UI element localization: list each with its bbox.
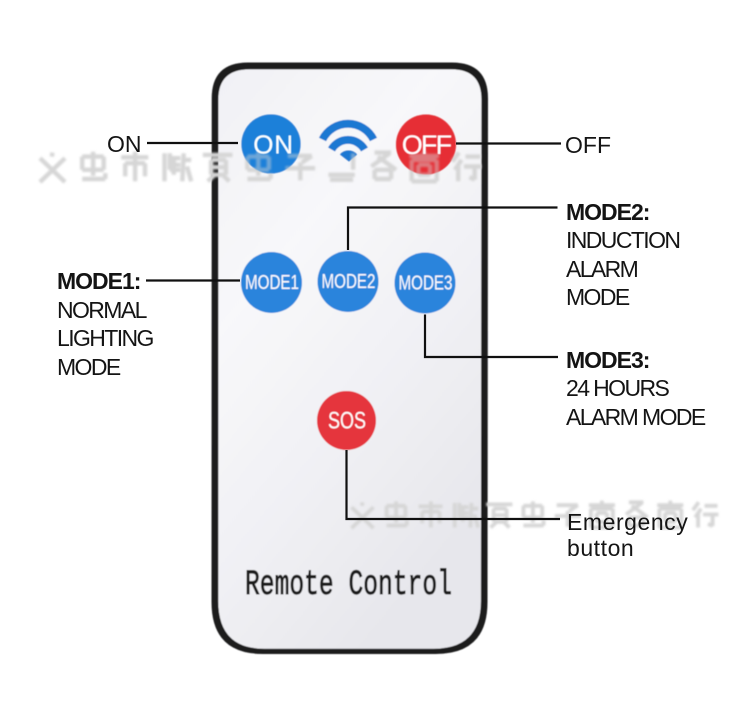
svg-text:Remote Control: Remote Control — [245, 566, 452, 605]
svg-text:MODE1: MODE1 — [245, 271, 299, 294]
svg-text:ON: ON — [253, 130, 294, 160]
svg-text:SOS: SOS — [328, 408, 366, 434]
svg-text:MODE2: MODE2 — [321, 270, 375, 293]
svg-text:OFF: OFF — [402, 130, 452, 160]
svg-text:MODE3: MODE3 — [398, 271, 452, 294]
